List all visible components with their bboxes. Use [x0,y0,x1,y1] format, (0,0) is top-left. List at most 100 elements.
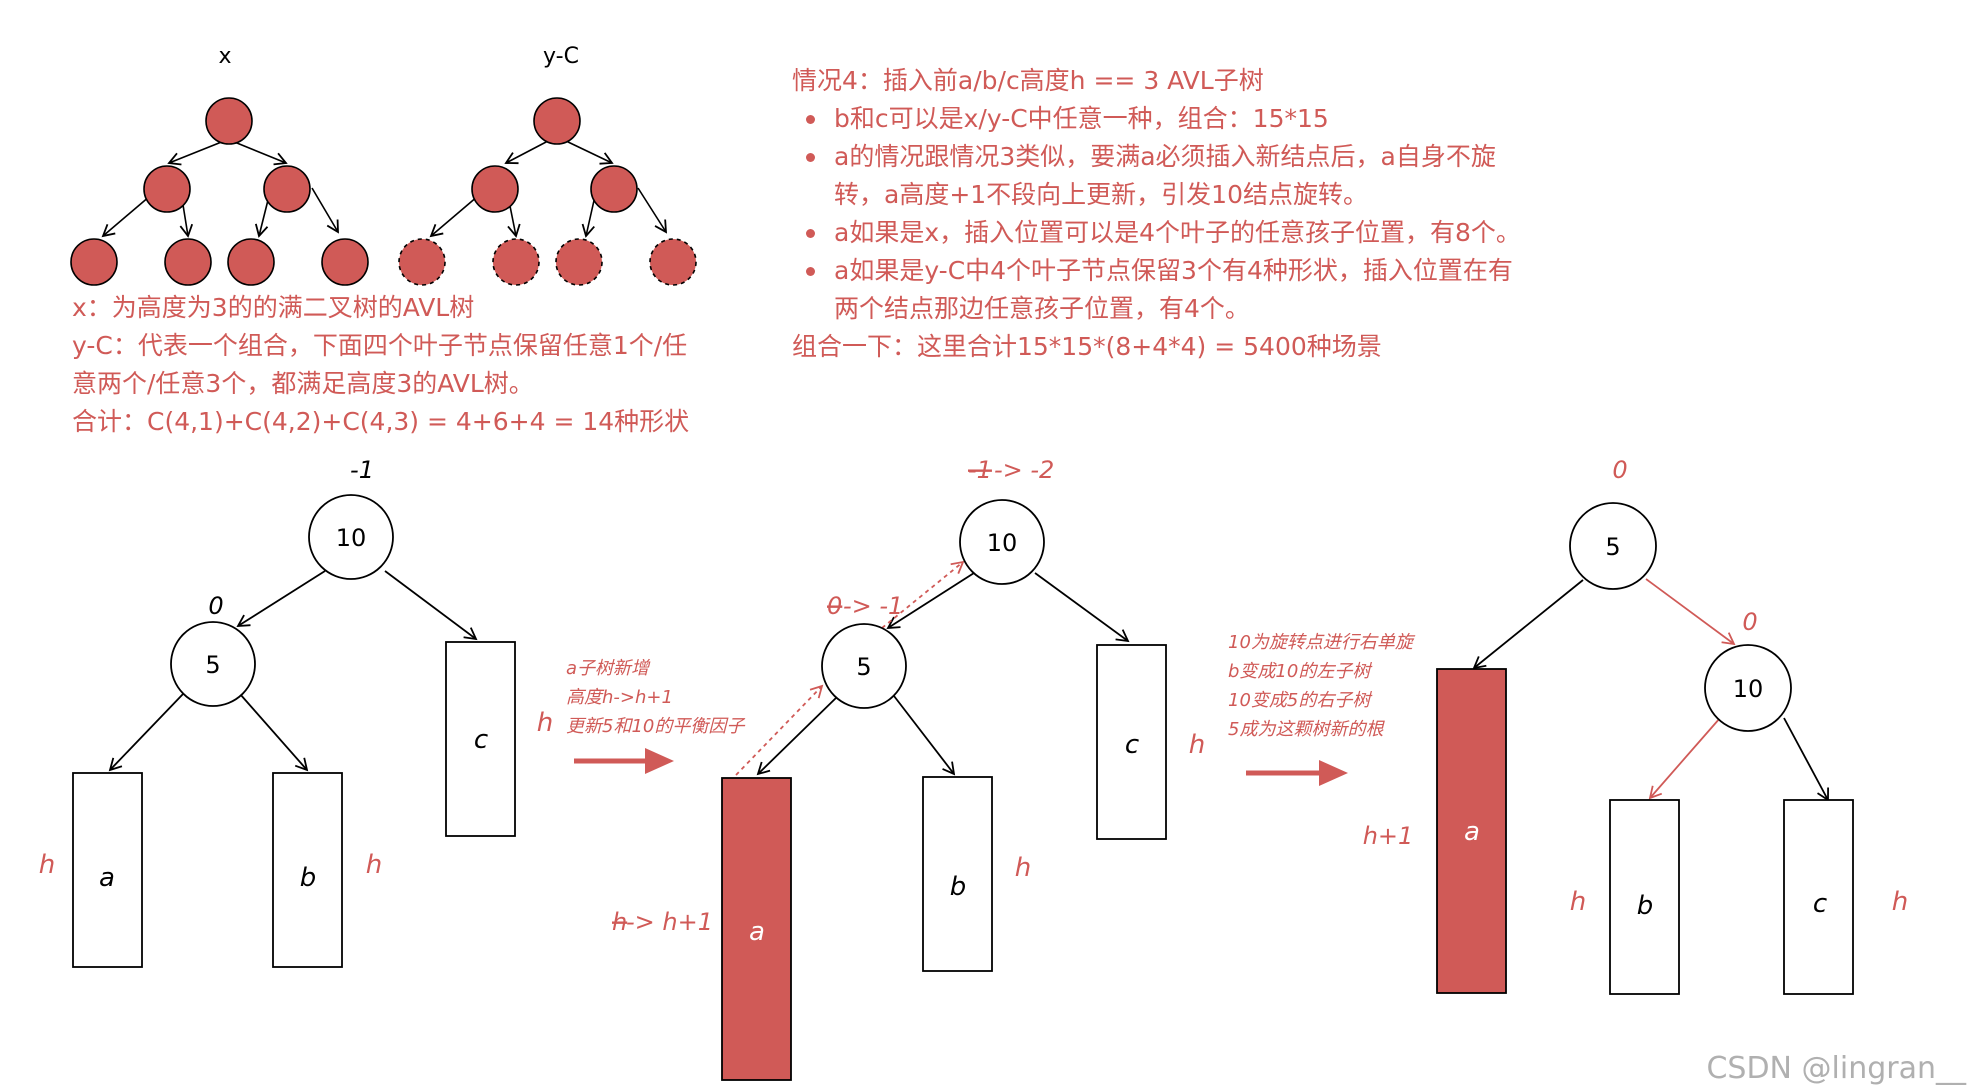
diagram3-node-10 [1704,644,1792,732]
diagram2-subtree-b [922,776,993,972]
step1-note-line: 高度h->h+1 [566,687,673,708]
diagram3-node-5-value: 5 [1605,533,1620,561]
small-tree-x-nodes [70,97,369,286]
diagram2-subtree-b-label: b [950,872,967,902]
diagram-before-insert: 10 -1 5 0 a h b h c h [39,456,553,968]
step1-annotation: a子树新增 高度h->h+1 更新5和10的平衡因子 [566,658,746,774]
small-tree-x: x [70,44,369,286]
diagram3-node-10-value: 10 [1733,675,1764,703]
diagram2-subtree-c-label: c [1125,730,1139,760]
diagram1-subtree-b-height: h [366,850,382,880]
diagram2-node-10 [959,499,1045,585]
diagram3-moved-edges [1645,578,1736,800]
small-tree-yc-optional-leaves [398,238,697,286]
diagram2-subtree-c-height: h [1189,730,1205,760]
left-notes: x：为高度为3的的满二叉树的AVL树 y-C：代表一个组合，下面四个叶子节点保留… [72,289,689,441]
case-bullet: a的情况跟情况3类似，要满a必须插入新结点后，a自身不旋转，a高度+1不段向上更… [792,138,1521,214]
diagram3-node-5-balance: 0 [1612,456,1627,484]
bullet-dot-icon [806,267,815,276]
diagram2-node-5-value: 5 [856,653,871,681]
bullet-dot-icon [806,153,815,162]
diagram3-subtree-c-height: h [1892,887,1908,917]
diagram1-node-5-balance: 0 [208,592,223,620]
diagram-after-insert: 10 -1 -> -2 5 0 -> -1 a h -> h+1 b h c h [612,456,1205,1081]
diagram1-edges [108,570,478,772]
small-tree-yc-optional-leaf [649,238,697,286]
small-tree-yc-optional-leaf [398,238,446,286]
case-bullet: a如果是x，插入位置可以是4个叶子的任意孩子位置，有8个。 [792,214,1521,252]
small-tree-x-edges [101,140,339,238]
diagram3-subtree-a [1436,668,1507,994]
diagram1-subtree-c-label: c [474,725,488,755]
diagram1-subtree-a-label: a [99,863,115,893]
step2-note-line: 5成为这颗树新的根 [1228,719,1385,740]
small-tree-x-leaf-node [70,238,118,286]
small-tree-x-left-node [143,165,191,213]
diagram2-subtree-c [1096,644,1167,840]
small-tree-x-root-node [205,97,253,145]
case-bullet-list: b和c可以是x/y-C中任意一种，组合：15*15 a的情况跟情况3类似，要满a… [792,100,1521,328]
diagram1-subtree-b [272,772,343,968]
small-tree-x-label: x [218,44,231,69]
diagram3-subtree-c-label: c [1813,889,1827,919]
diagram2-subtree-a-height-old: h [612,908,627,936]
case-bullet: a如果是y-C中4个叶子节点保留3个有4种形状，插入位置在有两个结点那边任意孩子… [792,252,1521,328]
diagram3-edges [1472,579,1829,802]
left-note-line: y-C：代表一个组合，下面四个叶子节点保留任意1个/任 [72,331,688,360]
case-bullet: b和c可以是x/y-C中任意一种，组合：15*15 [792,100,1521,138]
left-note-line: x：为高度为3的的满二叉树的AVL树 [72,293,475,322]
diagram3-node-10-balance: 0 [1742,608,1757,636]
diagram1-node-5 [170,621,256,707]
watermark: CSDN @lingran__ [1706,1051,1966,1086]
diagram3-subtree-a-height: h+1 [1363,822,1414,850]
small-tree-yc: y-C [398,44,697,286]
diagram2-node-5-balance-old: 0 [827,592,842,620]
diagram2-subtree-a-height-new: -> h+1 [626,908,713,936]
diagram2-node-10-value: 10 [987,529,1018,557]
step1-arrow-head [645,748,674,774]
diagram3-node-5 [1569,502,1657,590]
diagram1-node-5-value: 5 [205,651,220,679]
diagram1-node-10 [308,494,394,580]
small-tree-x-leaf-node [321,238,369,286]
left-note-line: 意两个/任意3个，都满足高度3的AVL树。 [72,369,534,398]
diagram1-subtree-b-label: b [300,863,317,893]
diagram3-subtree-b-height: h [1570,887,1586,917]
diagram3-subtree-b [1609,799,1680,995]
bullet-dot-icon [806,115,815,124]
diagram2-node-5 [821,623,907,709]
diagram2-node-10-balance-old: -1 [968,456,992,484]
step2-note-line: 10为旋转点进行右单旋 [1228,632,1416,653]
diagram3-subtree-c [1783,799,1854,995]
diagram1-node-10-balance: -1 [350,456,374,484]
small-tree-yc-optional-leaf [555,238,603,286]
diagram2-node-10-balance-new: -> -2 [994,456,1054,484]
step2-note-line: 10变成5的右子树 [1228,690,1373,711]
small-tree-yc-root-node [533,97,581,145]
small-tree-yc-nodes [471,97,638,213]
diagram2-subtree-b-height: h [1015,853,1031,883]
small-tree-yc-left-node [471,165,519,213]
diagram2-subtree-a-grown [721,777,792,1081]
diagram1-node-10-value: 10 [336,524,367,552]
diagram1-subtree-a-height: h [39,850,55,880]
step2-arrow-head [1319,760,1348,786]
diagram-after-rotation: 5 0 10 0 a h+1 b h c h [1363,456,1908,995]
case-summary: 组合一下：这里合计15*15*(8+4*4) = 5400种场景 [792,332,1382,361]
diagram1-subtree-c [445,641,516,837]
diagram2-edges [886,572,1130,776]
diagram1-subtree-c-height: h [537,708,553,738]
small-tree-yc-optional-leaf [492,238,540,286]
case-notes: 情况4：插入前a/b/c高度h == 3 AVL子树 b和c可以是x/y-C中任… [792,62,1521,366]
step1-note-line: a子树新增 [566,658,651,679]
diagram1-subtree-a [72,772,143,968]
step2-annotation: 10为旋转点进行右单旋 b变成10的左子树 10变成5的右子树 5成为这颗树新的… [1228,632,1416,786]
diagram2-subtree-a-label: a [749,917,765,947]
diagram3-subtree-a-label: a [1464,817,1480,847]
small-tree-x-leaf-node [164,238,212,286]
diagram2-node-5-balance-new: -> -1 [843,592,903,620]
left-note-line: 合计：C(4,1)+C(4,2)+C(4,3) = 4+6+4 = 14种形状 [72,407,690,436]
small-tree-yc-right-node [590,165,638,213]
small-tree-x-leaf-node [227,238,275,286]
